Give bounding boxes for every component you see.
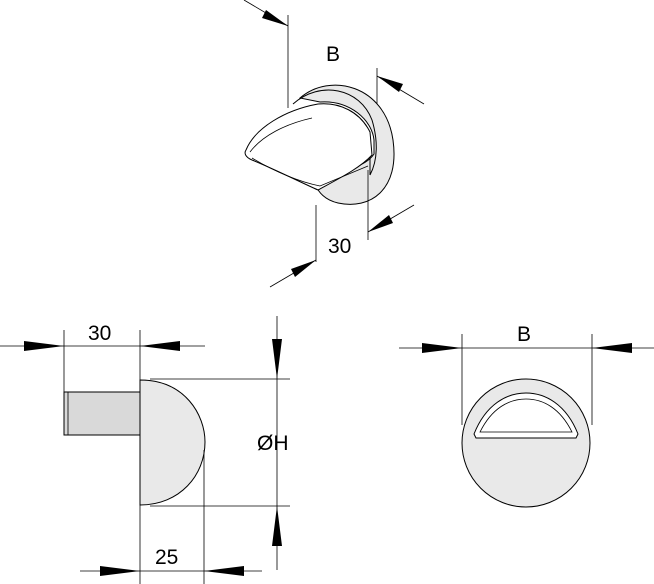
- iso-tongue-inner: [249, 117, 313, 153]
- front-width-arrow-right: [592, 343, 632, 353]
- side-stem: [63, 391, 141, 436]
- front-width-arrow-left: [422, 343, 462, 353]
- iso-tongue: [244, 103, 373, 191]
- iso-arrow-left: [262, 10, 288, 26]
- side-view: 30 ØH 25: [0, 316, 290, 584]
- side-diameter-label: ØH: [257, 432, 289, 455]
- side-length-arrow-left: [24, 341, 64, 351]
- front-width-label: B: [517, 323, 531, 346]
- front-tongue-inner: [479, 398, 573, 433]
- side-body-arrow-right: [204, 566, 244, 576]
- side-body-arrow-left: [100, 566, 140, 576]
- iso-depth-arrow-left: [291, 260, 316, 277]
- side-diameter-arrow-top: [272, 339, 282, 379]
- iso-depth-arrow-right: [368, 215, 393, 232]
- side-length-label: 30: [88, 322, 111, 345]
- iso-tongue-lower: [251, 157, 369, 187]
- iso-depth-label: 30: [328, 235, 351, 258]
- side-diameter-arrow-bottom: [272, 506, 282, 546]
- iso-width-label: B: [326, 43, 340, 66]
- side-dome: [139, 379, 206, 506]
- isometric-view: B 30: [243, 0, 425, 288]
- side-length-arrow-right: [140, 341, 180, 351]
- iso-dome-rim: [292, 89, 377, 176]
- front-view: B: [399, 323, 654, 508]
- front-tongue-outline: [473, 392, 579, 439]
- iso-arrow-right: [377, 76, 403, 92]
- side-body-label: 25: [155, 546, 178, 569]
